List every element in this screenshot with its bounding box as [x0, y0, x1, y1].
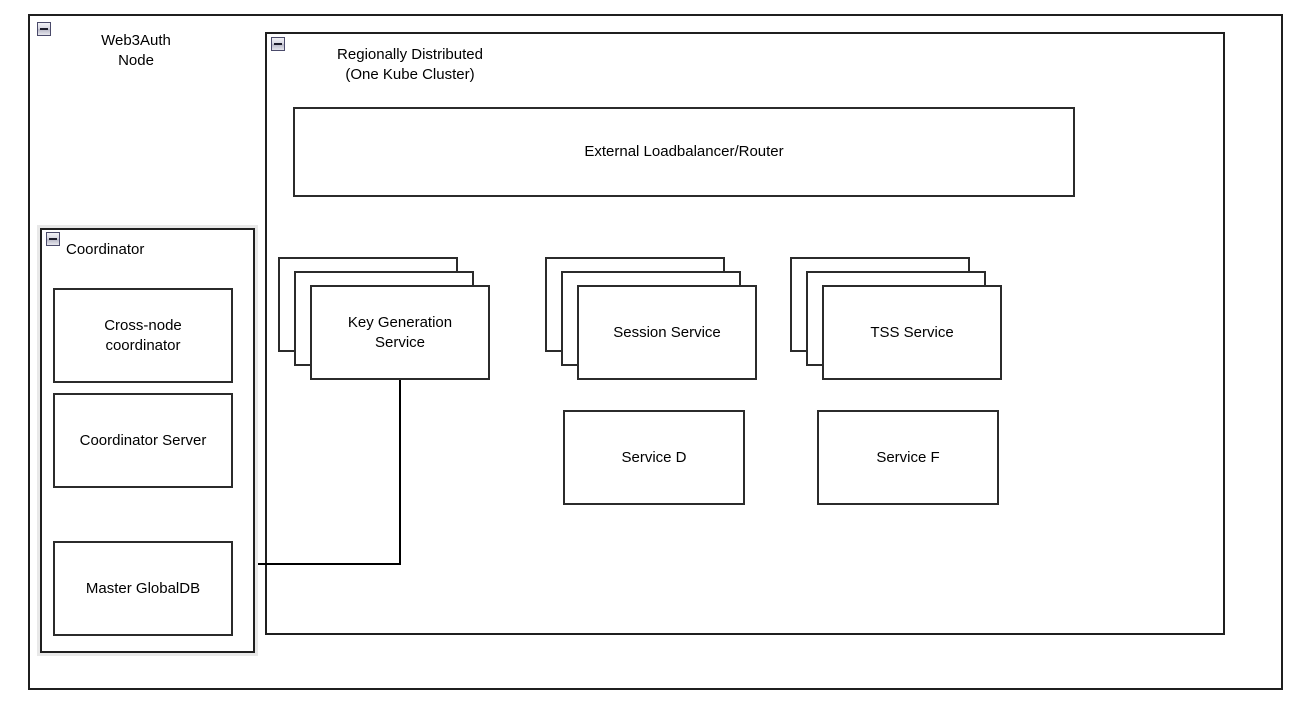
stack-key-generation-service[interactable]: Key Generation Service — [278, 257, 490, 380]
node-cross-node-coordinator[interactable]: Cross-node coordinator — [53, 288, 233, 383]
connector-keygen-to-masterdb-horizontal — [243, 563, 401, 565]
stack-layer-front[interactable]: TSS Service — [822, 285, 1002, 380]
label-cross-node-coordinator: Cross-node coordinator — [104, 316, 182, 354]
label-service-d: Service D — [621, 448, 687, 466]
stack-layer-front[interactable]: Session Service — [577, 285, 757, 380]
collapse-minus-icon-coordinator[interactable] — [46, 232, 60, 246]
label-key-generation-service: Key Generation Service — [347, 313, 453, 351]
label-web3auth-node: Web3Auth Node — [101, 32, 171, 69]
stack-layer-front[interactable]: Key Generation Service — [310, 285, 490, 380]
collapse-minus-icon-web3auth-node[interactable] — [37, 22, 51, 36]
label-tss-service: TSS Service — [870, 323, 954, 341]
connector-keygen-to-masterdb-vertical — [399, 380, 401, 565]
node-master-globaldb[interactable]: Master GlobalDB — [53, 541, 233, 636]
label-session-service: Session Service — [613, 323, 721, 341]
collapse-minus-icon-kube-cluster[interactable] — [271, 37, 285, 51]
label-coordinator: Coordinator — [66, 241, 145, 258]
node-service-d[interactable]: Service D — [563, 410, 745, 505]
label-service-f: Service F — [876, 448, 940, 466]
label-external-loadbalancer: External Loadbalancer/Router — [584, 143, 784, 160]
label-coordinator-server: Coordinator Server — [79, 431, 207, 449]
node-coordinator-server[interactable]: Coordinator Server — [53, 393, 233, 488]
label-master-globaldb: Master GlobalDB — [85, 579, 201, 597]
stack-tss-service[interactable]: TSS Service — [790, 257, 1002, 380]
stack-session-service[interactable]: Session Service — [545, 257, 757, 380]
label-kube-cluster: Regionally Distributed (One Kube Cluster… — [337, 46, 483, 83]
node-external-loadbalancer[interactable]: External Loadbalancer/Router — [293, 107, 1075, 197]
node-service-f[interactable]: Service F — [817, 410, 999, 505]
